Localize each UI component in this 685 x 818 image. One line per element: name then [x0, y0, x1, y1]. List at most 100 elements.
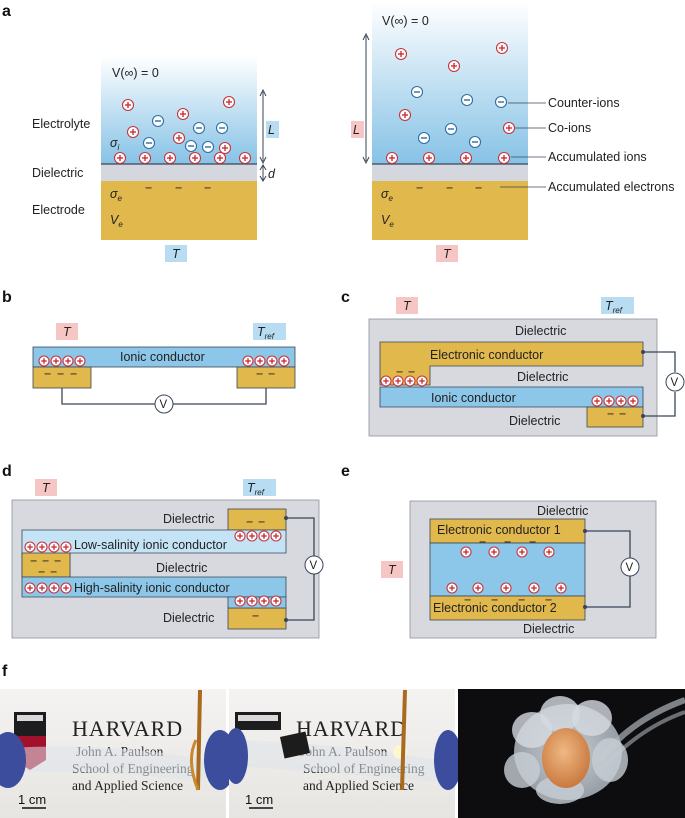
scale-bar-label: 1 cm	[245, 792, 273, 807]
electron-mark: −	[268, 367, 275, 381]
ec1-label: Electronic conductor 1	[437, 523, 561, 537]
cation-icon	[234, 595, 246, 607]
ionic-conductor-bar	[32, 346, 296, 368]
cation-icon	[497, 151, 511, 165]
cation-icon	[404, 375, 416, 387]
dielectric-top-label: Dielectric	[537, 504, 588, 518]
T-label: T	[443, 247, 452, 261]
anion-icon	[410, 85, 424, 99]
electrode	[586, 406, 644, 428]
panel-label-c: c	[341, 289, 350, 306]
panel-e: Dielectric Electronic conductor 1 Electr…	[381, 500, 657, 639]
cation-icon	[472, 582, 484, 594]
dielectric-bottom-label: Dielectric	[523, 622, 574, 636]
dielectric-layer	[372, 164, 528, 181]
T-label: T	[388, 563, 397, 577]
electrode-right	[236, 366, 296, 389]
voltmeter-icon	[665, 372, 685, 392]
electron-mark: −	[57, 367, 64, 381]
dielectric-layer	[101, 164, 257, 181]
panel-label-a: a	[2, 3, 11, 20]
cation-icon	[36, 582, 48, 594]
cation-icon	[62, 355, 74, 367]
cation-icon	[392, 375, 404, 387]
anion-icon	[494, 95, 508, 109]
photo-line: and Applied Science	[303, 778, 414, 793]
co-ions-label: Co-ions	[548, 121, 591, 135]
counter-ions-label: Counter-ions	[548, 96, 620, 110]
cation-icon	[528, 582, 540, 594]
cation-icon	[246, 530, 258, 542]
cation-icon	[24, 582, 36, 594]
cation-icon	[234, 530, 246, 542]
cation-icon	[258, 595, 270, 607]
electronic-conductor	[379, 341, 644, 386]
electron-mark: −	[50, 565, 57, 579]
cation-icon	[48, 541, 60, 553]
cation-icon	[394, 47, 408, 61]
cation-icon	[246, 595, 258, 607]
harvard-text: HARVARD	[296, 716, 407, 741]
electron-mark: −	[607, 407, 614, 421]
v-infinity-label: V(∞) = 0	[382, 14, 429, 28]
cation-icon	[459, 151, 473, 165]
ions-group	[380, 375, 639, 407]
panel-label-b: b	[2, 289, 12, 306]
ions-group	[385, 41, 516, 165]
d-label: d	[268, 167, 276, 181]
accumulated-electrons-label: Accumulated electrons	[548, 180, 674, 194]
cation-icon	[254, 355, 266, 367]
voltmeter-label: V	[626, 562, 634, 574]
cation-icon	[502, 121, 516, 135]
electrolyte-label: Electrolyte	[32, 117, 90, 131]
Tref-label: Tref	[257, 325, 275, 341]
cation-icon	[258, 530, 270, 542]
cation-icon	[385, 151, 399, 165]
electron-mark: −	[416, 181, 423, 195]
electron-mark: −	[408, 365, 415, 379]
T-label: T	[172, 247, 181, 261]
dielectric-bottom-label: Dielectric	[163, 611, 214, 625]
electron-mark: −	[446, 181, 453, 195]
cation-icon	[380, 375, 392, 387]
dielectric-top-label: Dielectric	[515, 324, 566, 338]
cation-icon	[270, 595, 282, 607]
cation-icon	[603, 395, 615, 407]
cation-icon	[416, 375, 428, 387]
T-label: T	[42, 481, 51, 495]
cation-icon	[24, 541, 36, 553]
anion-icon	[460, 93, 474, 107]
electron-mark: −	[258, 515, 265, 529]
Tref-highlight	[253, 323, 286, 340]
photo-line: and Applied Science	[72, 778, 183, 793]
cation-icon	[126, 125, 140, 139]
cation-icon	[218, 141, 232, 155]
cation-icon	[222, 95, 236, 109]
sigma-i-label: σi	[110, 136, 120, 152]
electron-mark: −	[518, 593, 525, 607]
electron-mark: −	[619, 407, 626, 421]
electron-mark: −	[30, 554, 37, 568]
electron-mark: −	[529, 535, 536, 549]
dielectric-bottom-label: Dielectric	[509, 414, 560, 428]
cation-icon	[278, 355, 290, 367]
cation-icon	[238, 151, 252, 165]
electrons-group: − − −	[416, 181, 482, 195]
cation-icon	[591, 395, 603, 407]
cation-icon	[176, 107, 190, 121]
T-label: T	[403, 299, 412, 313]
electron-mark: −	[246, 515, 253, 529]
electrode-label: Electrode	[32, 203, 85, 217]
photo-1: HARVARD John A. Paulson School of Engine…	[0, 689, 236, 818]
cation-icon	[516, 546, 528, 558]
L-label: L	[268, 123, 275, 137]
electron-mark: −	[175, 181, 182, 195]
voltmeter-label: V	[671, 377, 679, 389]
Tref-highlight	[601, 297, 634, 314]
T-highlight	[56, 323, 78, 340]
egg	[542, 728, 590, 788]
electron-mark: −	[44, 367, 51, 381]
scale-bar-label: 1 cm	[18, 792, 46, 807]
L-highlight	[266, 121, 279, 138]
